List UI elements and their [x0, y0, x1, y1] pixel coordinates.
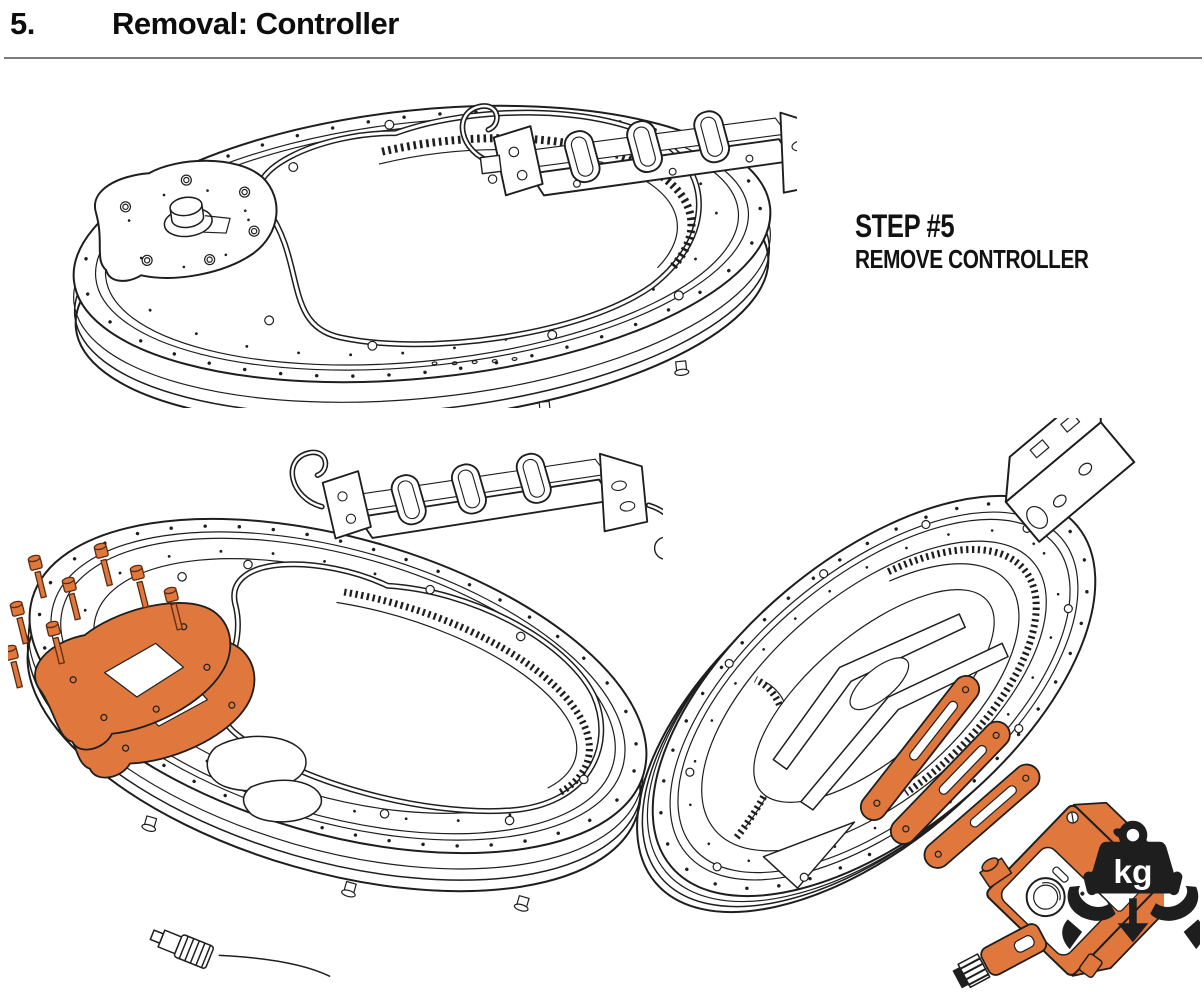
kg-heavy-weight-icon: kg [1062, 820, 1200, 950]
deck-bolt-holes [688, 528, 1060, 864]
roller-bracket [289, 449, 663, 560]
section-number: 5. [10, 6, 35, 41]
gasket-plate [859, 674, 981, 822]
hub-bolts [119, 174, 260, 266]
controller-assembly-highlighted [859, 674, 1164, 989]
right-hand [1150, 871, 1200, 950]
step-subtitle: REMOVE CONTROLLER [855, 243, 1089, 274]
bellows-leaf [242, 779, 323, 823]
estop-knob [1025, 877, 1066, 918]
gear-ring [343, 588, 593, 797]
left-hand [1062, 871, 1116, 950]
gasket-plate [889, 720, 1011, 845]
deck-bolt-holes [126, 131, 718, 357]
top-bracket [1004, 418, 1136, 543]
foot [141, 815, 158, 832]
rim-bolt-holes [81, 110, 763, 378]
rim-bolt-holes [37, 524, 639, 848]
deck-bolts [264, 119, 684, 366]
foot [674, 360, 690, 376]
mount-plate-upper [34, 602, 232, 751]
roller-bracket [459, 103, 797, 197]
hub-plate [93, 159, 278, 282]
mount-plate-assembly-highlighted [8, 542, 323, 823]
illustration-turntable-overview [72, 103, 797, 408]
step-title: STEP #5 [855, 208, 955, 244]
illustration-mount-plate-exploded [8, 449, 663, 977]
kidney-opening [216, 561, 605, 815]
foot [538, 400, 551, 408]
step-callout: STEP #5 REMOVE CONTROLLER [855, 208, 1147, 274]
power-connector [149, 929, 331, 977]
kg-weight: kg [1087, 820, 1179, 894]
bracket-end-plate-left [492, 125, 544, 197]
hub [163, 196, 231, 238]
cable-connector [952, 953, 991, 989]
gear-ring [886, 546, 1040, 797]
rotor-plates [753, 589, 1009, 889]
illustration-controller-removal [636, 418, 1164, 989]
ring-deck [72, 104, 772, 384]
mount-screws-highlighted [8, 542, 183, 689]
bracket-end-plate-right [779, 111, 797, 194]
page-title: Removal: Controller [112, 6, 399, 41]
foot [513, 895, 530, 912]
kg-weight-label: kg [1113, 854, 1152, 891]
rim-bolt-holes [659, 501, 1089, 891]
foot [341, 880, 357, 898]
header-rule [4, 57, 1202, 59]
controller-hinge-bracket [952, 923, 1048, 989]
gasket-plate [923, 763, 1041, 869]
down-arrow [1117, 898, 1149, 943]
ring-deck [651, 494, 1097, 898]
